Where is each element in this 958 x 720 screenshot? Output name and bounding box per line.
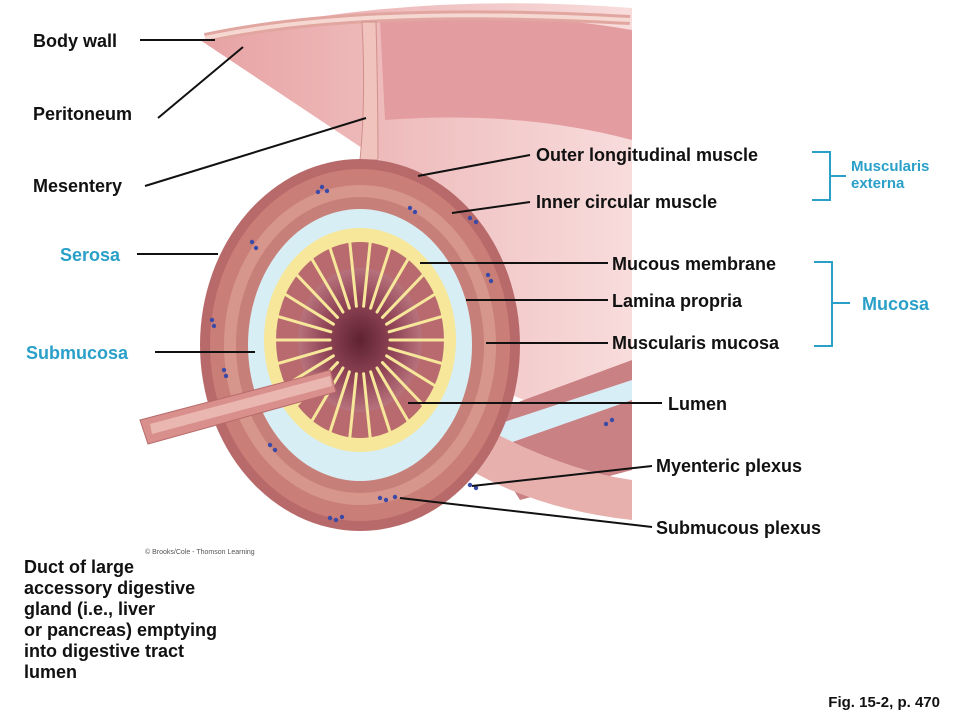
plexus-dots <box>209 184 615 523</box>
villus <box>328 244 351 310</box>
leader-lines <box>137 39 662 528</box>
villus <box>362 239 372 308</box>
villus <box>282 292 335 326</box>
label-submucous-plexus: Submucous plexus <box>656 518 822 538</box>
figure-reference: Fig. 15-2, p. 470 <box>828 694 940 711</box>
villus <box>369 244 392 310</box>
villus <box>294 272 340 319</box>
villus <box>274 346 333 366</box>
tract-continuation <box>470 360 632 520</box>
label-mucous-membrane: Mucous membrane <box>612 254 777 274</box>
label-inner-circular-muscle: Inner circular muscle <box>536 192 718 212</box>
label-mesentery: Mesentery <box>33 176 123 196</box>
villus <box>380 361 426 408</box>
label-muscularis-mucosa: Muscularis mucosa <box>612 333 780 353</box>
mesentery-tissue <box>359 21 379 161</box>
villus <box>328 370 351 436</box>
villus <box>375 366 411 424</box>
label-peritoneum: Peritoneum <box>33 104 133 124</box>
villus <box>385 292 438 326</box>
villus <box>387 346 446 366</box>
label-myenteric-plexus: Myenteric plexus <box>656 456 803 476</box>
brackets <box>812 151 850 347</box>
villus <box>309 366 345 424</box>
villus <box>385 354 438 388</box>
label-mucosa: Mucosa <box>862 294 930 314</box>
villus <box>309 256 345 314</box>
label-lamina-propria: Lamina propria <box>612 291 743 311</box>
villus <box>348 372 358 441</box>
villus <box>387 314 446 334</box>
label-serosa: Serosa <box>60 245 121 265</box>
credit-line: © Brooks/Cole - Thomson Learning <box>145 549 255 556</box>
label-body-wall: Body wall <box>33 31 118 51</box>
villus <box>274 314 333 334</box>
label-muscularis-externa: Muscularis externa <box>851 158 930 192</box>
villus <box>375 256 411 314</box>
accessory-gland-duct <box>139 369 337 445</box>
label-duct-caption: Duct of large accessory digestive gland … <box>24 557 218 682</box>
villus <box>369 370 392 436</box>
villus <box>380 272 426 319</box>
label-submucosa: Submucosa <box>26 343 129 363</box>
villus <box>362 372 372 441</box>
villi <box>272 239 448 441</box>
label-lumen: Lumen <box>668 394 728 414</box>
villus <box>348 239 358 308</box>
label-outer-longitudinal-muscle: Outer longitudinal muscle <box>536 145 759 165</box>
